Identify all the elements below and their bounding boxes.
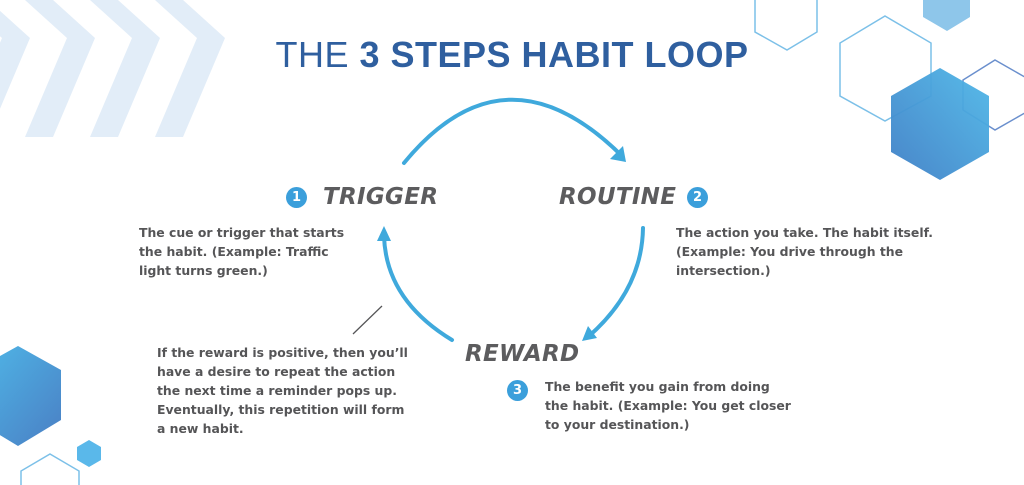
step-2-label: ROUTINE <box>559 184 677 210</box>
page-title: THE 3 STEPS HABIT LOOP <box>0 33 1024 77</box>
hexagon-icon <box>0 346 101 485</box>
step-3-description: The benefit you gain from doing the habi… <box>545 379 791 432</box>
hexagon-icon <box>754 0 1024 180</box>
step-1-label: TRIGGER <box>323 184 439 210</box>
pointer-line <box>352 305 383 335</box>
chevron-right-icon <box>0 0 225 137</box>
step-1-description: The cue or trigger that starts the habit… <box>139 225 345 278</box>
step-2-badge: 2 <box>687 187 708 208</box>
reward-note: If the reward is positive, then you’ll h… <box>157 345 408 436</box>
title-emphasis: 3 STEPS HABIT LOOP <box>359 34 749 75</box>
step-3-badge: 3 <box>507 380 528 401</box>
step-3-label: REWARD <box>465 341 580 367</box>
step-1-badge: 1 <box>286 187 307 208</box>
step-2-description: The action you take. The habit itself. (… <box>676 225 933 278</box>
title-prefix: THE <box>275 34 360 75</box>
